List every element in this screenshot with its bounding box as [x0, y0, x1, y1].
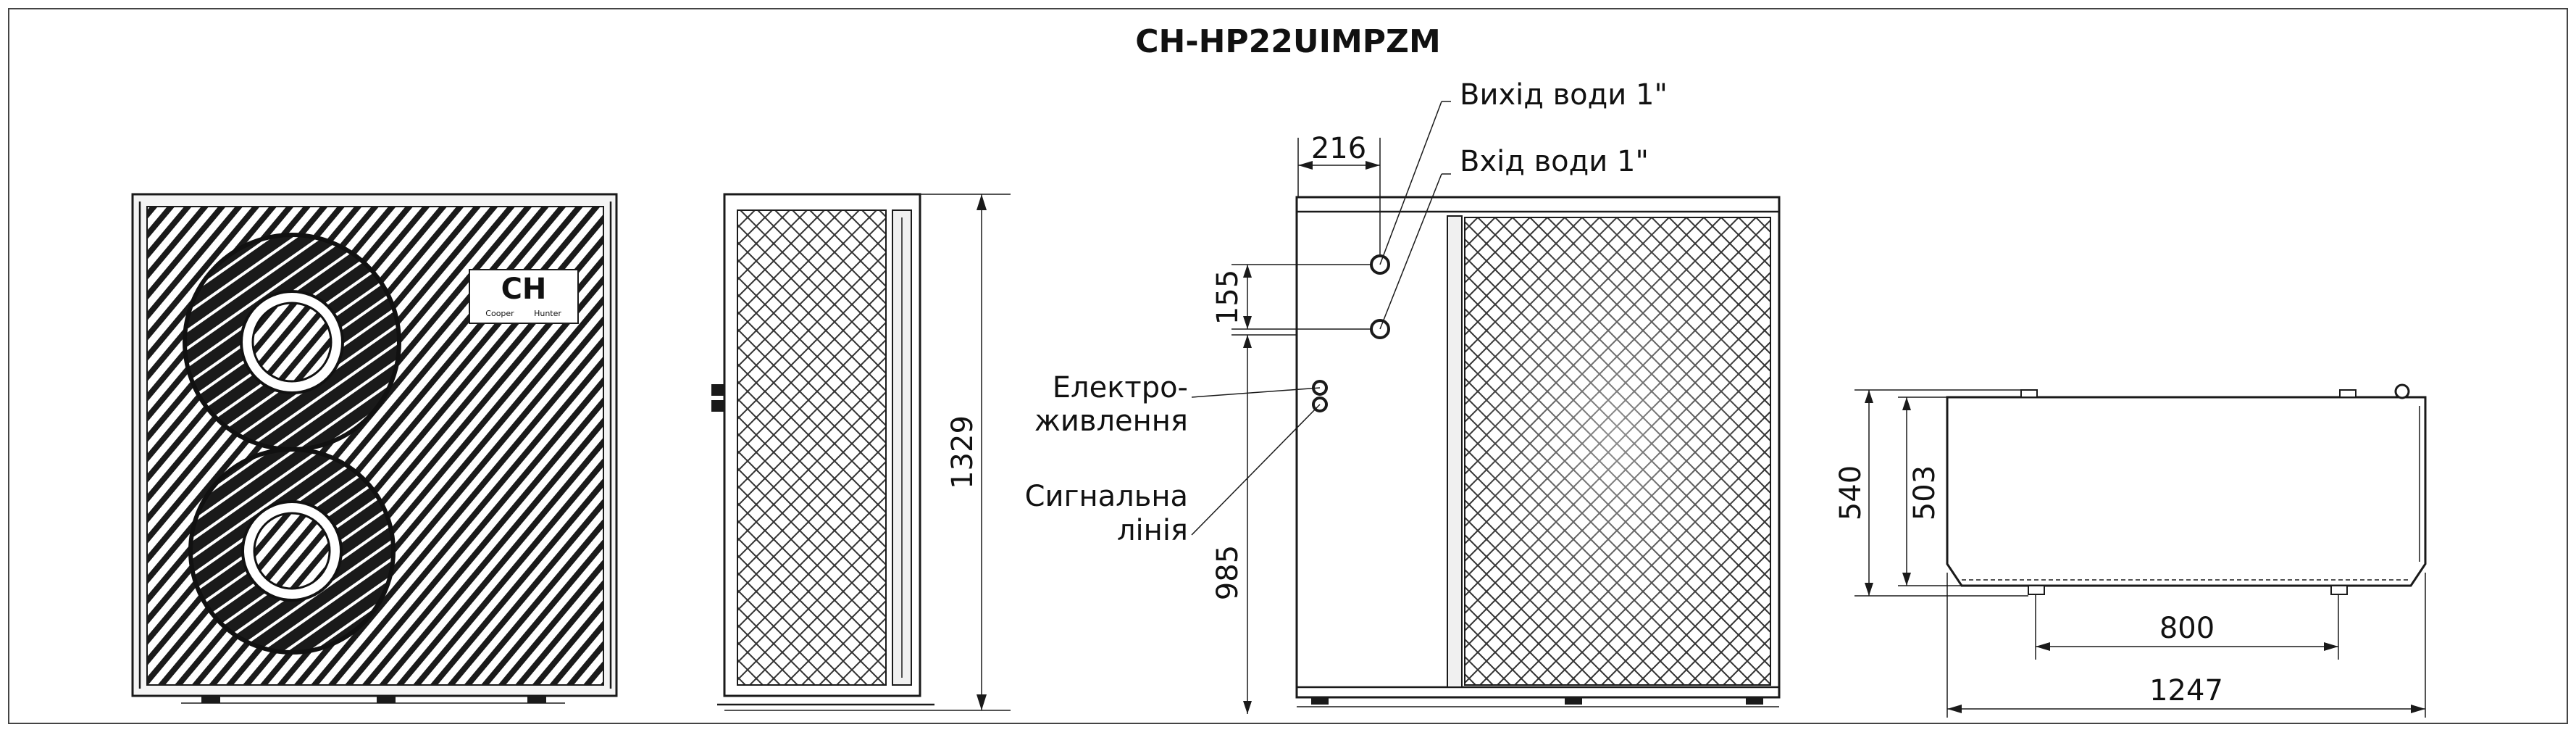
water-outlet-label: Вихід води 1"	[1460, 78, 1668, 112]
pipe-offset-dimension: 216	[1311, 132, 1366, 165]
power-height-dimension: 985	[1211, 545, 1245, 600]
side-connector-upper	[711, 384, 724, 396]
brand-logo: CH Cooper Hunter	[469, 269, 579, 324]
model-title: CH-HP22UIMPZM	[1135, 23, 1441, 60]
power-label-line2: живлення	[1034, 404, 1188, 438]
top-view: 540 503 800 1247	[1834, 383, 2427, 718]
depth-total-dimension: 540	[1834, 465, 1868, 520]
mount-spacing-dimension: 800	[2159, 612, 2215, 645]
page-border	[8, 8, 2568, 724]
signal-label-line2: лінія	[1117, 514, 1188, 547]
front-view: CH Cooper Hunter	[131, 193, 618, 704]
lower-fan	[188, 447, 396, 655]
width-total-dimension: 1247	[2149, 674, 2223, 707]
height-total-dimension: 1329	[946, 415, 979, 489]
svg-text:Cooper: Cooper	[485, 309, 514, 318]
top-casing	[1946, 396, 2427, 587]
side-connector-lower	[711, 400, 724, 412]
pipe-spacing-dimension: 155	[1211, 270, 1245, 325]
side-view: 1329	[711, 193, 1011, 711]
upper-fan	[183, 233, 401, 452]
signal-label-line1: Сигнальна	[1025, 480, 1188, 513]
water-inlet-label: Вхід води 1"	[1460, 145, 1649, 178]
svg-text:CH: CH	[501, 273, 547, 306]
side-mesh	[737, 209, 887, 686]
depth-body-dimension: 503	[1908, 465, 1941, 520]
svg-text:Hunter: Hunter	[534, 309, 561, 318]
power-label-line1: Електро-	[1053, 371, 1188, 404]
rear-view: 216 155 985 Вихід води 1" Вхід води 1" Е	[1025, 78, 1781, 714]
